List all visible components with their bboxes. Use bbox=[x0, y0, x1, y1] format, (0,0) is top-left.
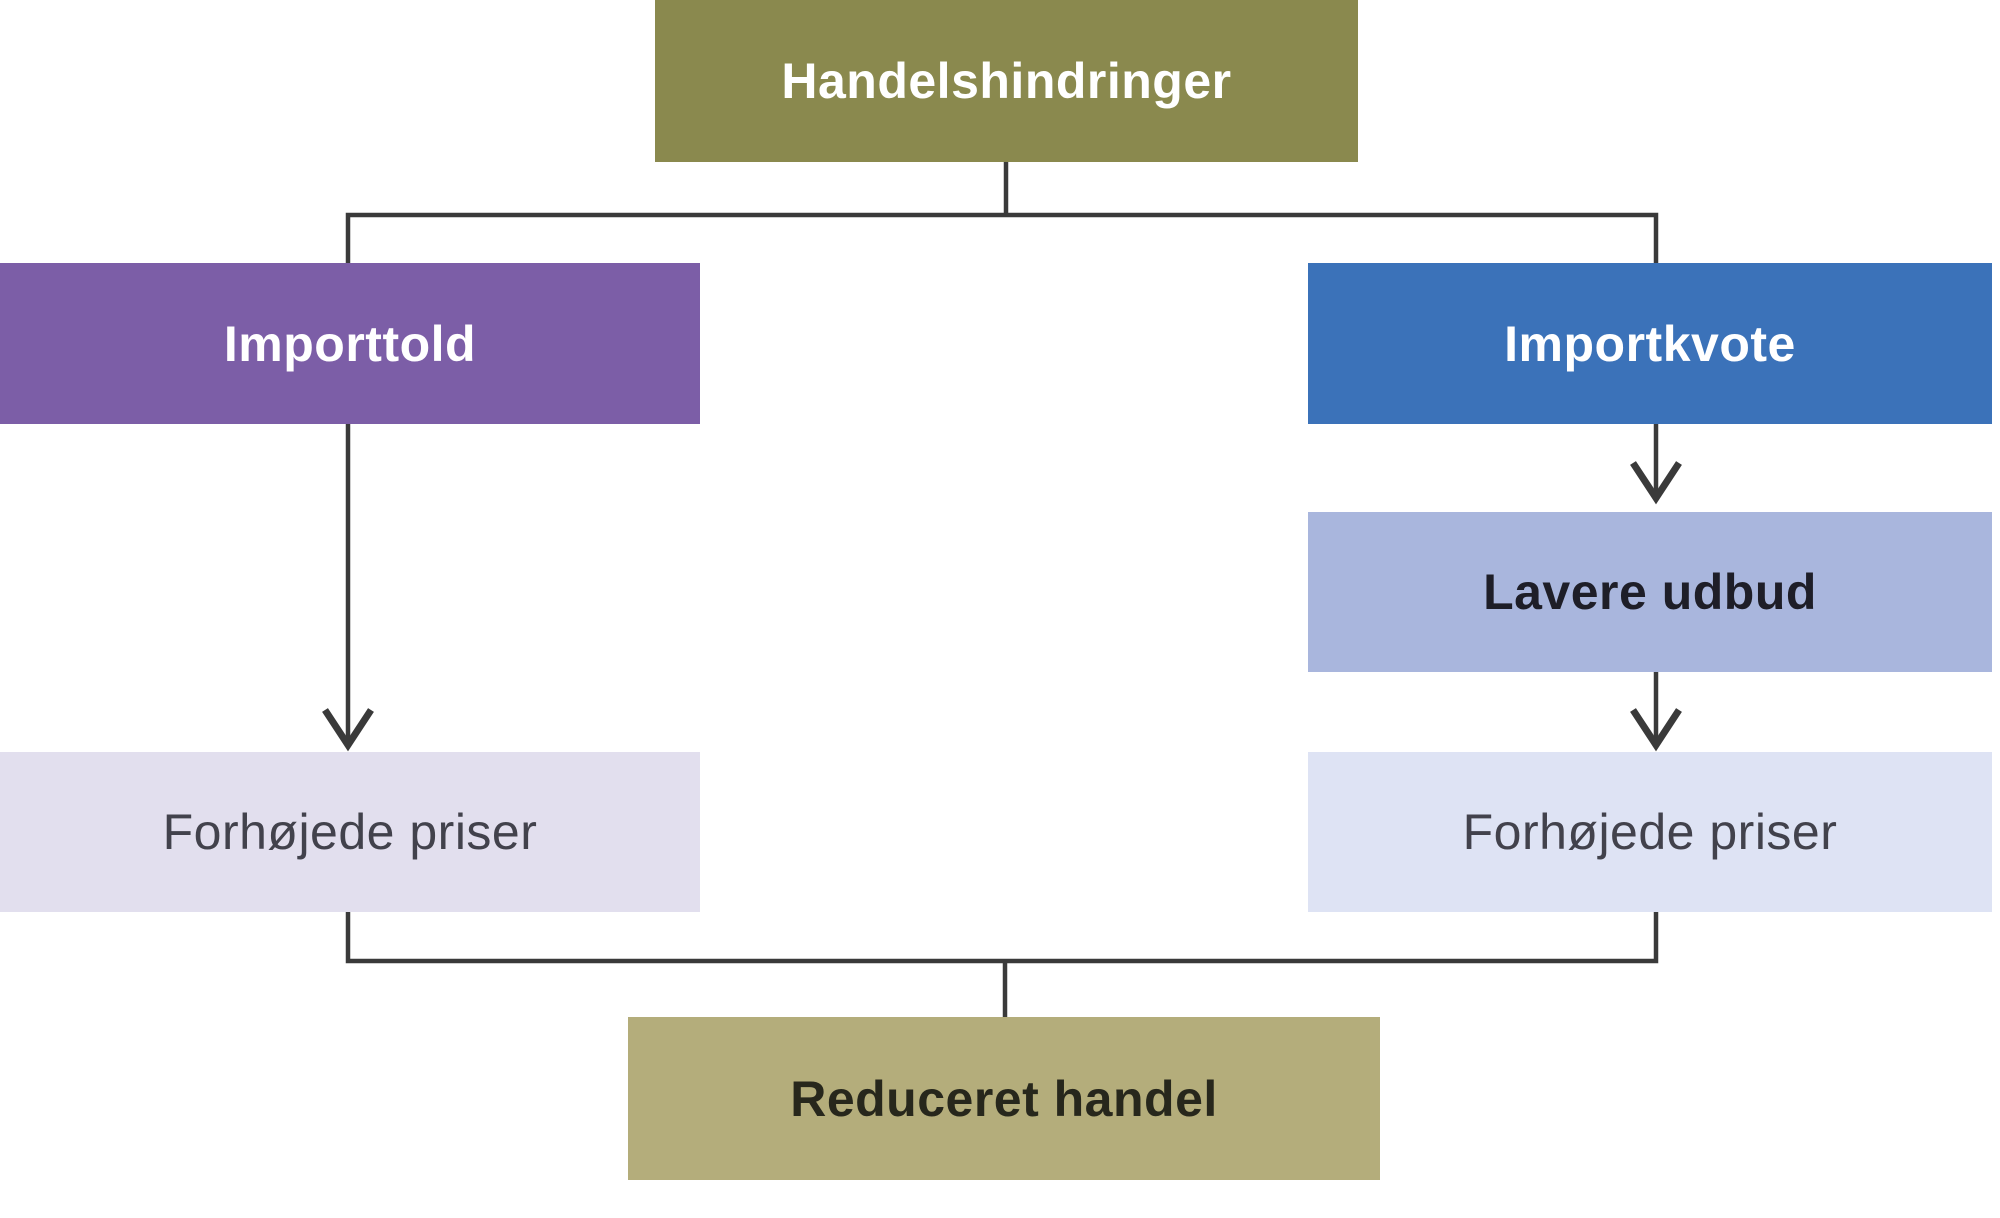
node-importtold: Importtold bbox=[0, 263, 700, 424]
node-lavere-udbud-label: Lavere udbud bbox=[1483, 564, 1817, 620]
node-importkvote: Importkvote bbox=[1308, 263, 1992, 424]
node-forhojede-priser-right: Forhøjede priser bbox=[1308, 752, 1992, 912]
arrow-importtold-to-priser-head bbox=[322, 708, 374, 752]
connector-top bbox=[345, 162, 1659, 263]
arrow-importkvote-to-lavere-head bbox=[1630, 461, 1682, 505]
node-importtold-label: Importtold bbox=[223, 315, 477, 372]
node-importkvote-label: Importkvote bbox=[1504, 315, 1796, 372]
node-forhojede-priser-left: Forhøjede priser bbox=[0, 752, 700, 912]
connector-bottom bbox=[345, 912, 1659, 1018]
node-forhojede-priser-left-label: Forhøjede priser bbox=[162, 804, 538, 860]
node-forhojede-priser-right-label: Forhøjede priser bbox=[1462, 804, 1838, 860]
arrow-lavere-to-priser-head bbox=[1630, 708, 1682, 752]
node-reduceret-handel: Reduceret handel bbox=[628, 1017, 1380, 1180]
node-handelshindringer: Handelshindringer bbox=[655, 0, 1358, 162]
node-lavere-udbud: Lavere udbud bbox=[1308, 512, 1992, 672]
node-reduceret-handel-label: Reduceret handel bbox=[790, 1070, 1218, 1127]
node-handelshindringer-label: Handelshindringer bbox=[781, 53, 1232, 109]
